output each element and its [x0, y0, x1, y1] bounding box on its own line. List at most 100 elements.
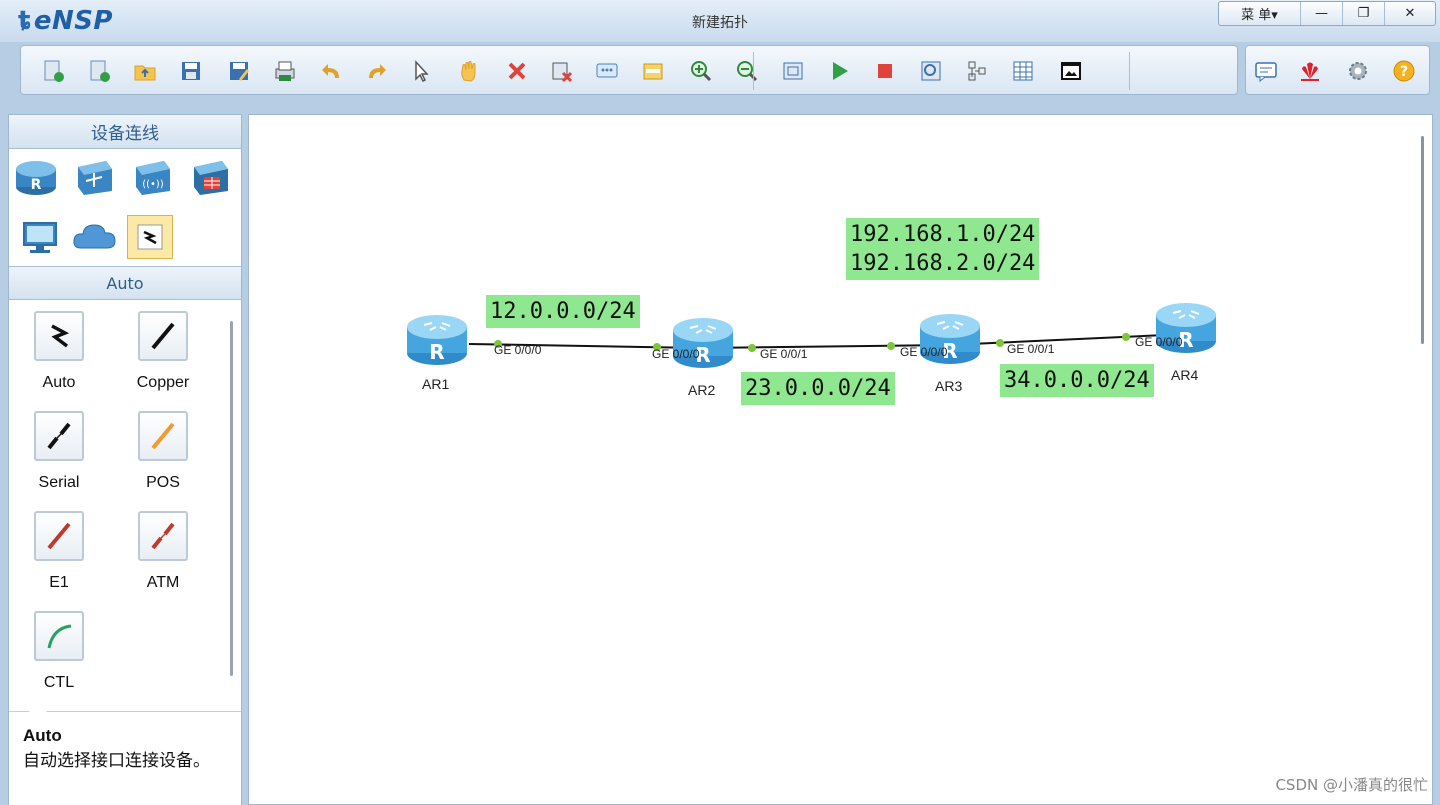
svg-text:R: R [1178, 328, 1193, 352]
close-button[interactable]: ✕ [1404, 6, 1416, 21]
atm-link-icon[interactable] [138, 511, 188, 561]
zoom-in-icon[interactable] [689, 59, 713, 83]
grid-icon[interactable] [1011, 59, 1035, 83]
subnet-label[interactable]: 23.0.0.0/24 [741, 372, 895, 405]
port-label: GE 0/0/0 [1135, 335, 1183, 349]
undo-icon[interactable] [319, 59, 343, 83]
redo-icon[interactable] [365, 59, 389, 83]
link-list-scrollbar[interactable] [230, 321, 233, 676]
new-topology-icon[interactable] [41, 59, 65, 83]
link-type-e1[interactable]: E1 [19, 511, 99, 592]
ensp-logo-icon: ȶ [18, 6, 32, 36]
secondary-toolbar: ? [1245, 45, 1430, 95]
router-name: AR2 [688, 382, 716, 398]
switch-category-icon[interactable] [71, 155, 117, 199]
svg-text:?: ? [1400, 64, 1408, 80]
app-logo: ȶeNSP [18, 6, 113, 36]
pos-link-icon[interactable] [138, 411, 188, 461]
add-shape-icon[interactable] [641, 59, 665, 83]
firewall-category-icon[interactable] [187, 155, 233, 199]
link-type-header: Auto [9, 266, 241, 300]
stop-device-icon[interactable] [873, 59, 897, 83]
pc-category-icon[interactable] [17, 215, 63, 259]
device-panel-header: 设备连线 [9, 115, 241, 149]
svg-text:R: R [429, 340, 444, 364]
link-type-label: ATM [146, 574, 180, 591]
router-name: AR4 [1171, 367, 1199, 383]
main-menu-button[interactable]: 菜 单▾ [1219, 2, 1301, 25]
ctl-link-icon[interactable] [34, 611, 84, 661]
lan-label-line: 192.168.1.0/24 [850, 222, 1036, 247]
pan-hand-icon[interactable] [457, 59, 481, 83]
save-icon[interactable] [179, 59, 203, 83]
link-ar3-ar4[interactable] [948, 333, 1188, 346]
save-as-icon[interactable] [227, 59, 251, 83]
port-dot [1122, 333, 1130, 341]
router-name: AR1 [422, 376, 450, 392]
port-dot [887, 342, 895, 350]
link-type-label: E1 [49, 574, 69, 591]
copper-link-icon[interactable] [138, 311, 188, 361]
toolbar-separator [753, 52, 754, 90]
start-device-icon[interactable] [827, 59, 851, 83]
canvas-scrollbar[interactable] [1421, 136, 1424, 344]
subnet-label[interactable]: 34.0.0.0/24 [1000, 364, 1154, 397]
e1-link-icon[interactable] [34, 511, 84, 561]
link-type-serial[interactable]: Serial [19, 411, 99, 492]
svg-text:R: R [695, 343, 710, 367]
auto-link-icon[interactable] [34, 311, 84, 361]
serial-link-icon[interactable] [34, 411, 84, 461]
subnet-label[interactable]: 12.0.0.0/24 [486, 295, 640, 328]
maximize-button[interactable]: ❐ [1343, 2, 1385, 25]
lan-label[interactable]: 192.168.1.0/24 192.168.2.0/24 [846, 218, 1040, 280]
router-ar4[interactable]: R [1155, 301, 1217, 355]
link-type-label: Auto [42, 374, 76, 391]
title-bar: ȶeNSP 新建拓扑 菜 单▾ — ❐ ✕ [0, 0, 1440, 42]
connection-category-icon[interactable] [127, 215, 173, 259]
minimize-button[interactable]: — [1301, 2, 1343, 25]
capture-icon[interactable] [919, 59, 943, 83]
router-category-icon[interactable]: R [13, 155, 59, 199]
link-type-auto[interactable]: Auto [19, 311, 99, 392]
help-icon[interactable]: ? [1392, 59, 1416, 83]
link-type-label: CTL [43, 674, 75, 691]
link-type-atm[interactable]: ATM [123, 511, 203, 592]
link-type-ctl[interactable]: CTL [19, 611, 99, 692]
main-toolbar [20, 45, 1238, 95]
wireless-category-icon[interactable]: ((•)) [129, 155, 175, 199]
add-text-icon[interactable] [595, 59, 619, 83]
topology-icon[interactable] [965, 59, 989, 83]
router-ar2[interactable]: R [672, 316, 734, 370]
delete-link-icon[interactable] [549, 59, 573, 83]
link-ar2-ar3[interactable] [702, 344, 950, 349]
link-type-pos[interactable]: POS [123, 411, 203, 492]
chat-icon[interactable] [1254, 59, 1278, 83]
link-type-copper[interactable]: Copper [123, 311, 203, 392]
open-icon[interactable] [133, 59, 157, 83]
router-name: AR3 [935, 378, 963, 394]
svg-text:R: R [31, 177, 42, 193]
topology-canvas[interactable] [248, 114, 1433, 805]
port-label: GE 0/0/0 [652, 347, 700, 361]
window-controls: 菜 单▾ — ❐ ✕ [1218, 1, 1436, 26]
link-ar1-ar2[interactable] [468, 343, 704, 349]
zoom-out-icon[interactable] [735, 59, 759, 83]
window-title: 新建拓扑 [692, 15, 748, 31]
cli-icon[interactable] [1059, 59, 1083, 83]
cloud-category-icon[interactable] [71, 215, 117, 259]
router-ar3[interactable]: R [919, 312, 981, 366]
link-type-label: POS [146, 474, 180, 491]
new-example-icon[interactable] [87, 59, 111, 83]
fit-view-icon[interactable] [781, 59, 805, 83]
delete-icon[interactable] [505, 59, 529, 83]
select-pointer-icon[interactable] [409, 59, 433, 83]
huawei-icon[interactable] [1298, 59, 1322, 83]
port-dot [748, 344, 756, 352]
port-label: GE 0/0/1 [1007, 342, 1055, 356]
print-icon[interactable] [273, 59, 297, 83]
port-label: GE 0/0/1 [760, 347, 808, 361]
settings-gear-icon[interactable] [1346, 59, 1370, 83]
router-ar1[interactable]: R [406, 313, 468, 367]
